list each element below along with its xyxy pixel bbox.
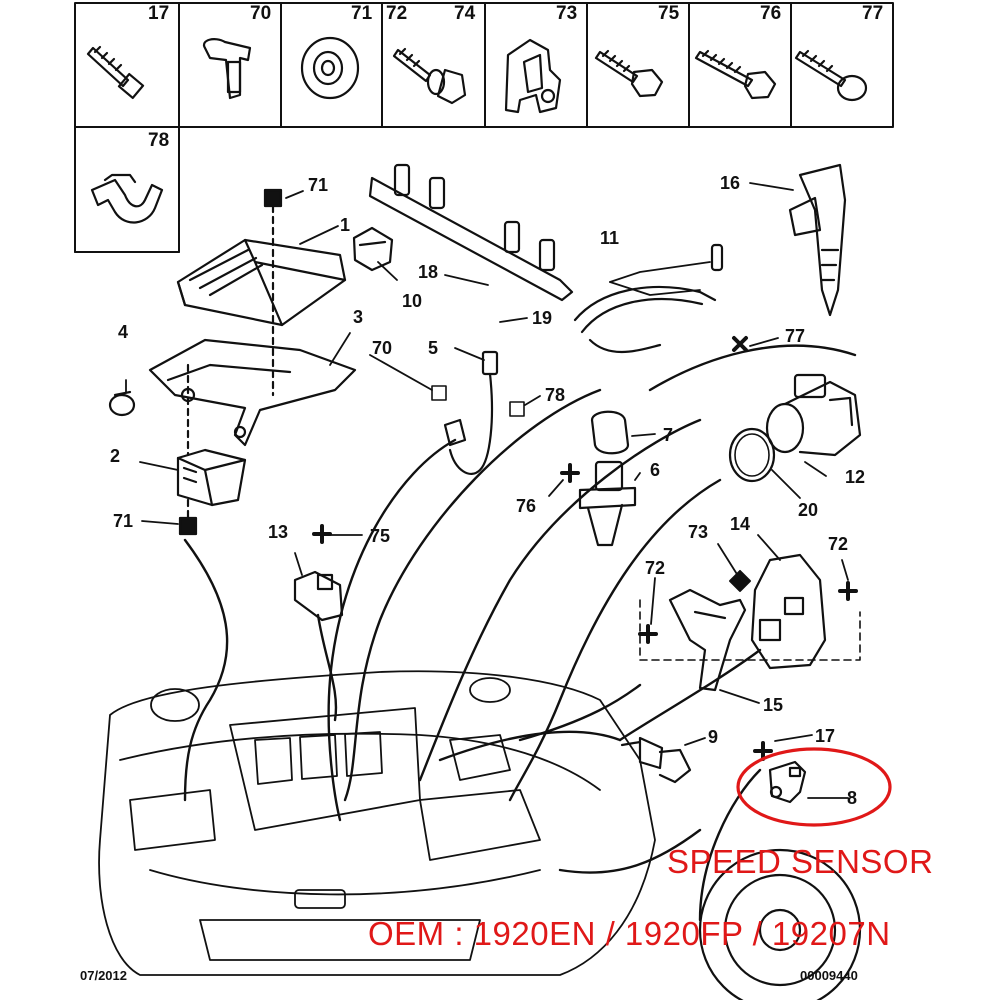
bracket-icon-73 [504,38,562,114]
label-1: 1 [340,215,351,235]
label-78: 78 [545,385,566,405]
pipe-11 [573,243,724,354]
header-part-75: 75 [658,3,680,24]
label-18: 18 [418,262,439,282]
marker-square-71-top [263,188,283,208]
label-71-top: 71 [308,175,329,195]
label-14: 14 [730,514,751,534]
header-part-71: 71 [351,3,373,24]
label-17: 17 [815,726,836,746]
header-part-72: 72 [386,3,408,24]
label-10: 10 [402,291,423,311]
label-75: 75 [370,526,391,546]
clip-icon-70 [202,38,252,100]
ecu-unit [176,238,347,327]
label-12: 12 [845,467,866,487]
marker-square-70 [431,385,447,401]
sensor-13 [293,570,344,622]
bolt-icon-75 [594,49,664,98]
pressure-sensor-10 [352,226,394,272]
relay-unit [176,448,247,507]
label-6: 6 [650,460,661,480]
label-70: 70 [372,338,393,358]
sleeve-7 [590,410,630,455]
label-20: 20 [798,500,819,520]
label-15: 15 [763,695,784,715]
label-71-bottom: 71 [113,511,134,531]
bolt-icon-76 [694,49,777,100]
plus-markers [312,336,858,761]
label-4: 4 [118,322,129,342]
label-16: 16 [720,173,741,193]
header-part-74: 74 [454,3,476,24]
reference-number: 00009440 [800,968,858,983]
label-7: 7 [663,425,674,445]
header-part-17: 17 [148,3,170,24]
screw-icon-77 [794,49,868,102]
label-8: 8 [847,788,858,808]
header-part-76: 76 [760,3,782,24]
connector-5 [443,350,499,475]
throttle-bracket-15 [668,588,747,692]
throttle-unit-14 [750,553,827,670]
ecu-bracket [148,338,357,447]
header-part-77: 77 [862,3,884,24]
label-5: 5 [428,338,439,358]
label-73: 73 [688,522,709,542]
temp-sensor-9 [620,736,692,784]
label-11: 11 [600,228,620,248]
leader-lines [125,182,849,799]
label-76: 76 [516,496,537,516]
header-part-78: 78 [148,130,170,151]
label-77: 77 [785,326,806,346]
highlight-ellipse [736,747,892,827]
callout-curves [183,344,857,922]
solenoid-valve-6 [578,460,637,547]
flywheel [698,848,862,1000]
engine-bay [98,670,656,976]
marker-square-71-bottom [178,516,198,536]
fuel-rail [368,163,574,302]
label-19: 19 [532,308,553,328]
injector-16 [788,163,847,317]
speed-sensor-caption: SPEED SENSOR [667,843,934,880]
marker-square-73 [729,570,751,592]
label-72-right: 72 [828,534,849,554]
oem-numbers-caption: OEM : 1920EN / 1920FP / 19207N [368,915,891,952]
date-code: 07/2012 [80,968,127,983]
clip-icon-78 [90,173,164,224]
label-2: 2 [110,446,121,466]
header-part-73: 73 [556,3,578,24]
o-ring-20 [728,427,776,483]
speed-sensor-8 [768,760,807,804]
maf-sensor-12 [765,373,862,457]
marker-square-78 [509,401,525,417]
bolt-icon-17 [86,45,145,100]
label-3: 3 [353,307,364,327]
label-72-left: 72 [645,558,666,578]
label-9: 9 [708,727,719,747]
parts-table-grid [74,2,894,253]
pushpin-4 [108,390,136,417]
grommet-icon-71 [300,36,360,100]
header-part-70: 70 [250,3,272,24]
stud-icon-72-74 [392,47,467,105]
label-13: 13 [268,522,289,542]
